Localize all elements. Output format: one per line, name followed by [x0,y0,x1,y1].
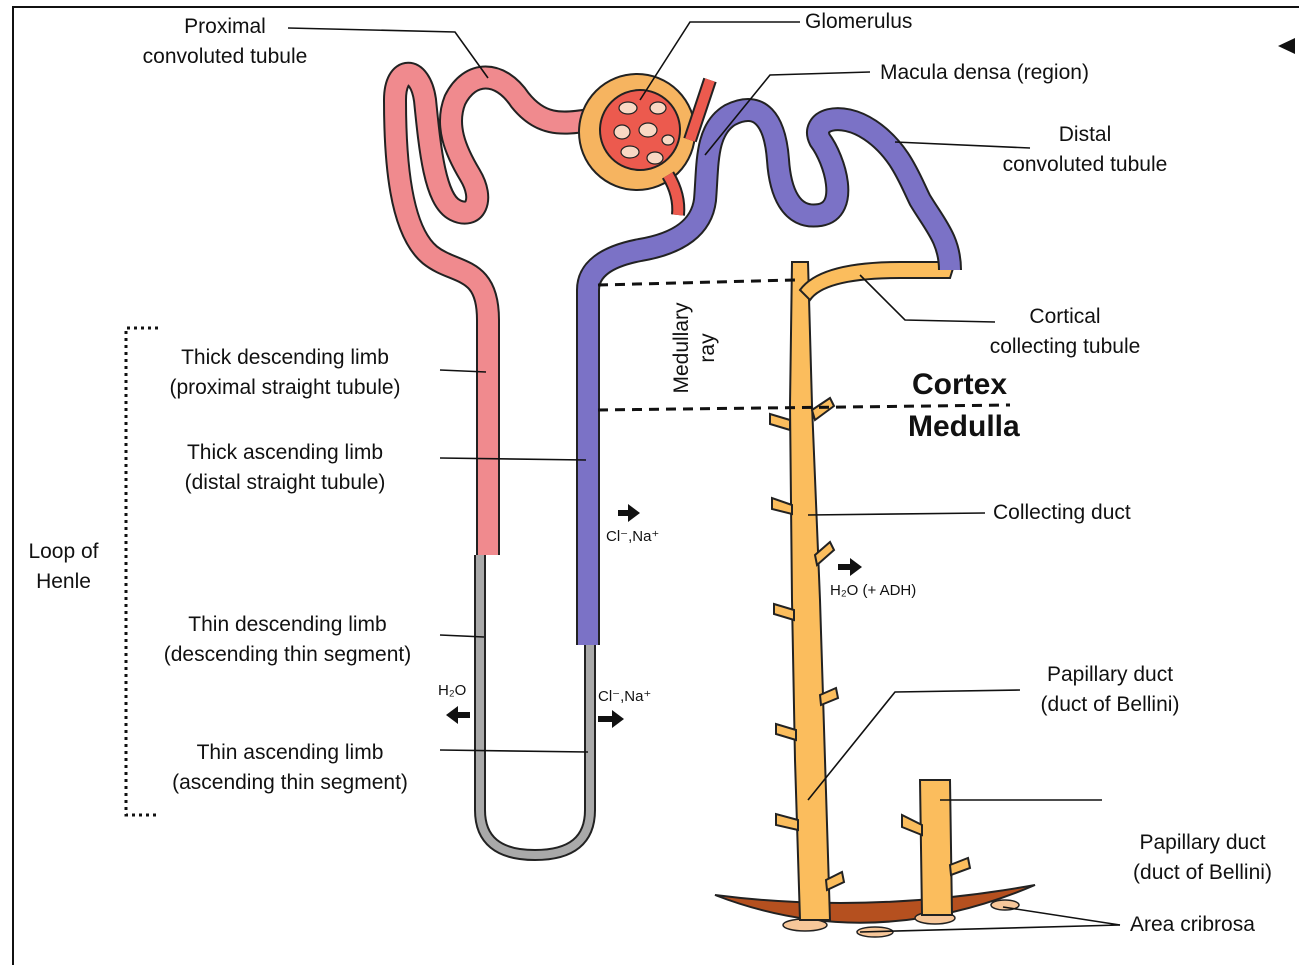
label-medullary-ray: Medullary ray [669,293,721,403]
label-distal-convoluted-tubule: Distal convoluted tubule [975,120,1195,180]
renal-papilla-base [715,885,1035,923]
arrow-right-adh [838,558,862,576]
label-cl-na-lower: Cl⁻,Na⁺ [598,688,651,706]
label-h2o-adh: H₂O (+ ADH) [830,582,916,600]
arrow-left-h2o [446,706,470,724]
medullary-ray-upper-boundary [598,280,795,285]
label-papillary-duct-1: Papillary duct (duct of Bellini) [1015,660,1205,720]
label-proximal-convoluted-tubule: Proximal convoluted tubule [110,12,340,72]
label-thick-ascending-limb: Thick ascending limb (distal straight tu… [135,438,435,498]
label-loop-of-henle: Loop of Henle [16,537,111,597]
label-thick-descending-limb: Thick descending limb (proximal straight… [135,343,435,403]
label-h2o-thin: H₂O [438,682,466,700]
label-cl-na-upper: Cl⁻,Na⁺ [606,528,659,546]
arrow-right-lower [598,710,624,728]
label-medulla: Medulla [908,410,1020,444]
corner-marker [1278,38,1295,54]
label-collecting-duct: Collecting duct [993,498,1131,528]
label-cortex: Cortex [912,368,1007,402]
arrow-right-upper [618,504,640,522]
cortical-collecting-tubule [800,262,955,300]
label-glomerulus: Glomerulus [805,7,912,37]
label-thin-descending-limb: Thin descending limb (descending thin se… [130,610,445,670]
label-macula-densa: Macula densa (region) [880,58,1089,88]
label-area-cribrosa: Area cribrosa [1130,910,1255,940]
label-thin-ascending-limb: Thin ascending limb (ascending thin segm… [135,738,445,798]
label-papillary-duct-2: Papillary duct (duct of Bellini) [1110,828,1295,888]
label-cortical-collecting-tubule: Cortical collecting tubule [965,302,1165,362]
thin-loop-segment [480,555,590,855]
